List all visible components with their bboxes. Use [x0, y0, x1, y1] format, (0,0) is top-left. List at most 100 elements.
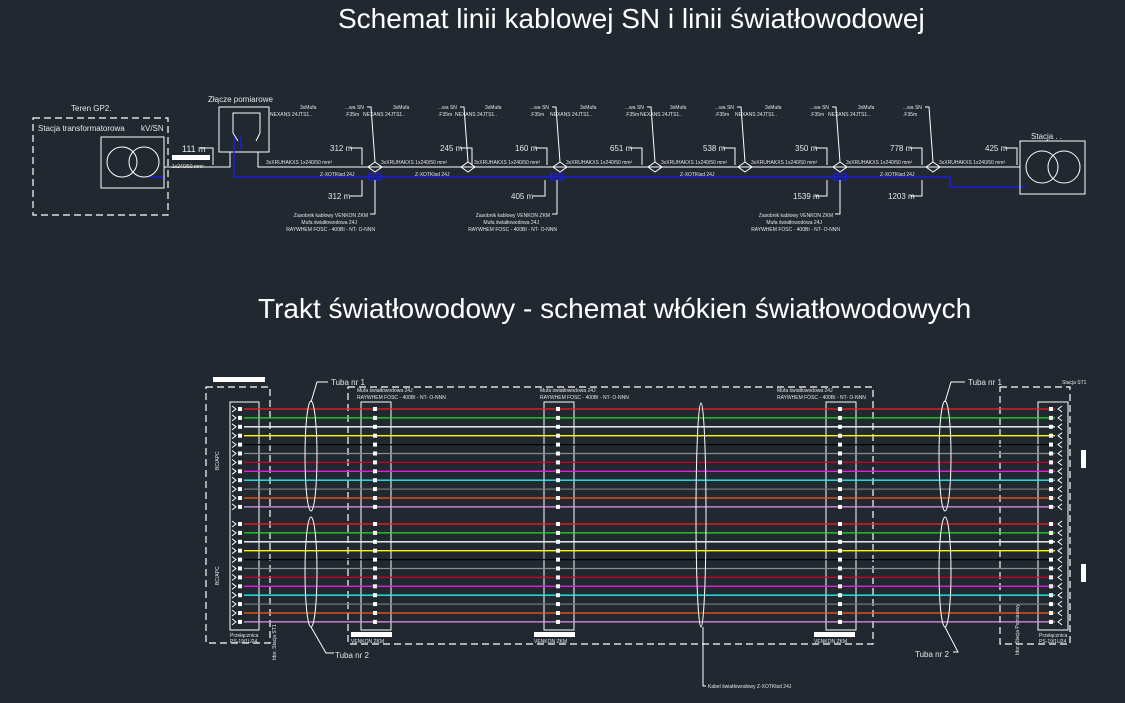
- length-label: 651 m: [610, 144, 633, 153]
- joint-label: ...wa SN: [625, 105, 644, 111]
- closure-1: [360, 401, 392, 631]
- length-label: 312 m: [328, 192, 351, 201]
- splice-icon: [556, 593, 560, 598]
- length-label: 538 m: [703, 144, 726, 153]
- connector-icon: [1049, 504, 1053, 509]
- splice-icon: [556, 566, 560, 571]
- patch-panel-right: [1037, 401, 1069, 631]
- connector-icon: [1049, 487, 1053, 492]
- connector-icon: [238, 548, 242, 553]
- leader-line: [350, 147, 363, 165]
- length-label: 111 m: [182, 144, 206, 154]
- connector-icon: [1057, 467, 1063, 475]
- connector-icon: [1049, 496, 1053, 500]
- joint-label: NEXANS 24JTS1..: [640, 112, 682, 118]
- connector-icon: [231, 441, 237, 448]
- connector-icon: [1057, 600, 1063, 608]
- marker: [1081, 564, 1086, 582]
- closure-label: RAYWHEM FOSC - 400BI - NT- O-NNN: [540, 395, 629, 401]
- patch-panel-left: [229, 401, 260, 631]
- connector-icon: [1057, 432, 1063, 440]
- splice-icon: [373, 566, 377, 571]
- tube-2-label: Tuba nr 2: [335, 651, 369, 660]
- closure-label: RAYWHEM FOSC - 400BI - NT- O-NNN: [357, 395, 446, 401]
- splice-icon: [373, 496, 377, 500]
- splice-icon: [373, 557, 377, 562]
- joint-label: ...wa SN: [438, 105, 457, 111]
- connector-icon: [1049, 539, 1053, 544]
- length-label: 405 m: [511, 192, 534, 201]
- cable-joint: [832, 161, 848, 173]
- connector-icon: [1057, 494, 1063, 502]
- splice-icon: [838, 566, 842, 571]
- leader-line: [350, 180, 363, 197]
- connector-icon: [231, 414, 237, 422]
- connector-icon: [231, 591, 237, 599]
- connector-icon: [1049, 424, 1053, 429]
- splice-icon: [373, 504, 377, 509]
- connector-icon: [238, 451, 242, 456]
- cable-label: 3xXRUHAKXS 1x240/50 mm²: [474, 160, 540, 166]
- chamber-label: RAYWHEM FOSC - 400BI - NT- O-NNN: [286, 227, 375, 233]
- splice-icon: [373, 602, 377, 607]
- splice-icon: [838, 424, 842, 429]
- panel-label-2: PS-19/1U24: [1039, 639, 1066, 645]
- connector-icon: [238, 415, 242, 420]
- splice-icon: [556, 548, 560, 553]
- fiber-cable-label: Z-XOTKtsd 24J: [680, 172, 715, 178]
- splice-icon: [556, 415, 560, 420]
- leader-line: [723, 147, 736, 165]
- cable-joint: [460, 161, 476, 173]
- leader-lines: [310, 381, 965, 687]
- cable-label: 3xXRUHAKXS 1x240/50 mm²: [846, 160, 912, 166]
- connector-icon: [231, 520, 237, 528]
- right-station: Stacja . .: [1019, 132, 1086, 195]
- connector-label: BC/APC: [215, 451, 221, 470]
- splice-icon: [838, 593, 842, 598]
- closure-label: Mufa światłowodowa 24J: [357, 388, 413, 394]
- connector-icon: [1049, 619, 1053, 624]
- leader-line: [460, 106, 469, 163]
- connector-icon: [238, 433, 242, 438]
- fiber-cable-label: Z-XOTKtsd 24J: [415, 172, 450, 178]
- joint-label: .F35m: [438, 112, 452, 118]
- right-rotated-label: Idor. Stacja Pomiarowy: [1015, 603, 1021, 655]
- switch-icon: [232, 112, 261, 142]
- tube-1-label: Tuba nr 1: [331, 378, 365, 387]
- fiber-cable-line: [234, 176, 1025, 188]
- length-label: 160 m: [515, 144, 538, 153]
- connector-icon: [1057, 574, 1063, 581]
- transformer-icon: [1047, 150, 1081, 184]
- area-label: Teren GP2.: [71, 104, 111, 113]
- joint-label: NEXANS 24JTS1..: [550, 112, 592, 118]
- transformer-icon: [106, 146, 138, 178]
- leader-line: [460, 147, 473, 165]
- leader-line: [647, 106, 656, 163]
- cable-joint: [925, 161, 941, 173]
- chamber-label: RAYWHEM FOSC - 400BI - NT- O-NNN: [751, 227, 840, 233]
- connector-icon: [1057, 582, 1063, 590]
- connector-icon: [231, 618, 237, 626]
- leader-line: [1005, 147, 1018, 165]
- fiber-lines: [231, 405, 1063, 626]
- length-label: 245 m: [440, 144, 463, 153]
- station-st1-label: Stacja ST1: [1062, 380, 1087, 386]
- leader-line: [535, 147, 548, 165]
- connector-icon: [238, 557, 242, 562]
- joint-label: .F35m: [530, 112, 544, 118]
- splice-icon: [556, 407, 560, 411]
- connector-icon: [231, 467, 237, 475]
- fiber-schematic: BC/APC BC/APC Przełącznica PS-19/1U24 Pr…: [205, 377, 1087, 690]
- joint-label: 3xMufa: [670, 105, 687, 111]
- cable-bar: [172, 155, 210, 160]
- connector-icon: [231, 432, 237, 440]
- length-label: 312 m: [330, 144, 353, 153]
- connector-icon: [1049, 478, 1053, 483]
- connector-icon: [1049, 407, 1053, 411]
- connector-icon: [1057, 459, 1063, 466]
- connector-icon: [238, 478, 242, 483]
- connector-icon: [1057, 556, 1063, 563]
- joint-label: NEXANS 24JTS1..: [455, 112, 497, 118]
- leader-line: [832, 106, 841, 163]
- route-boundary: [347, 386, 874, 645]
